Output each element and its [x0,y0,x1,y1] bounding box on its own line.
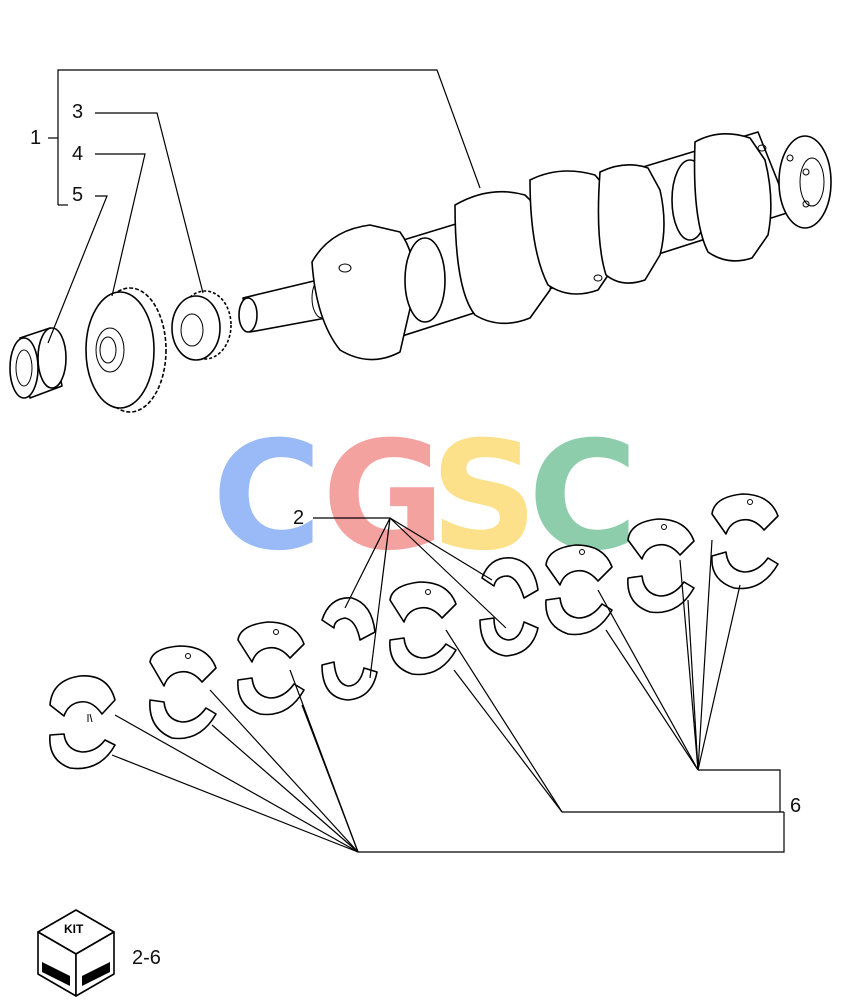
main-bearing-pair-3 [237,621,305,716]
main-bearing-pair-7 [545,544,613,636]
main-bearing-pair-2 [149,645,217,740]
callout-3: 3 [72,101,83,123]
main-bearing-pair-1 [49,675,116,770]
callout-2: 2 [293,507,304,529]
bearing-leaders [111,517,785,853]
thrust-bearing [321,597,378,701]
page-reference: 2-6 [132,947,161,969]
bushing [9,327,67,399]
crankshaft-assembly [9,131,832,413]
main-bearing-pair-8 [627,518,695,614]
watermark-letter-1: C [212,410,322,584]
main-bearing-pair-9 [711,493,779,590]
callout-6: 6 [790,795,801,817]
bearing-shells [49,493,779,770]
callout-1: 1 [30,127,41,149]
kit-label: KIT [64,922,84,936]
watermark-letter-2: G [322,410,445,584]
crank-gear-large [85,287,167,413]
thrust-bearing-2 [479,557,539,657]
watermark-letter-3: S [430,410,538,584]
callout-5: 5 [72,184,83,206]
callout-4: 4 [72,143,83,165]
cgsc-watermark: C G S C [212,410,638,584]
crankshaft [238,131,832,361]
kit-box-icon: KIT [37,909,115,997]
main-bearing-pair-5 [389,581,457,676]
crank-gear-small [171,290,232,361]
upper-leaders [47,69,481,344]
